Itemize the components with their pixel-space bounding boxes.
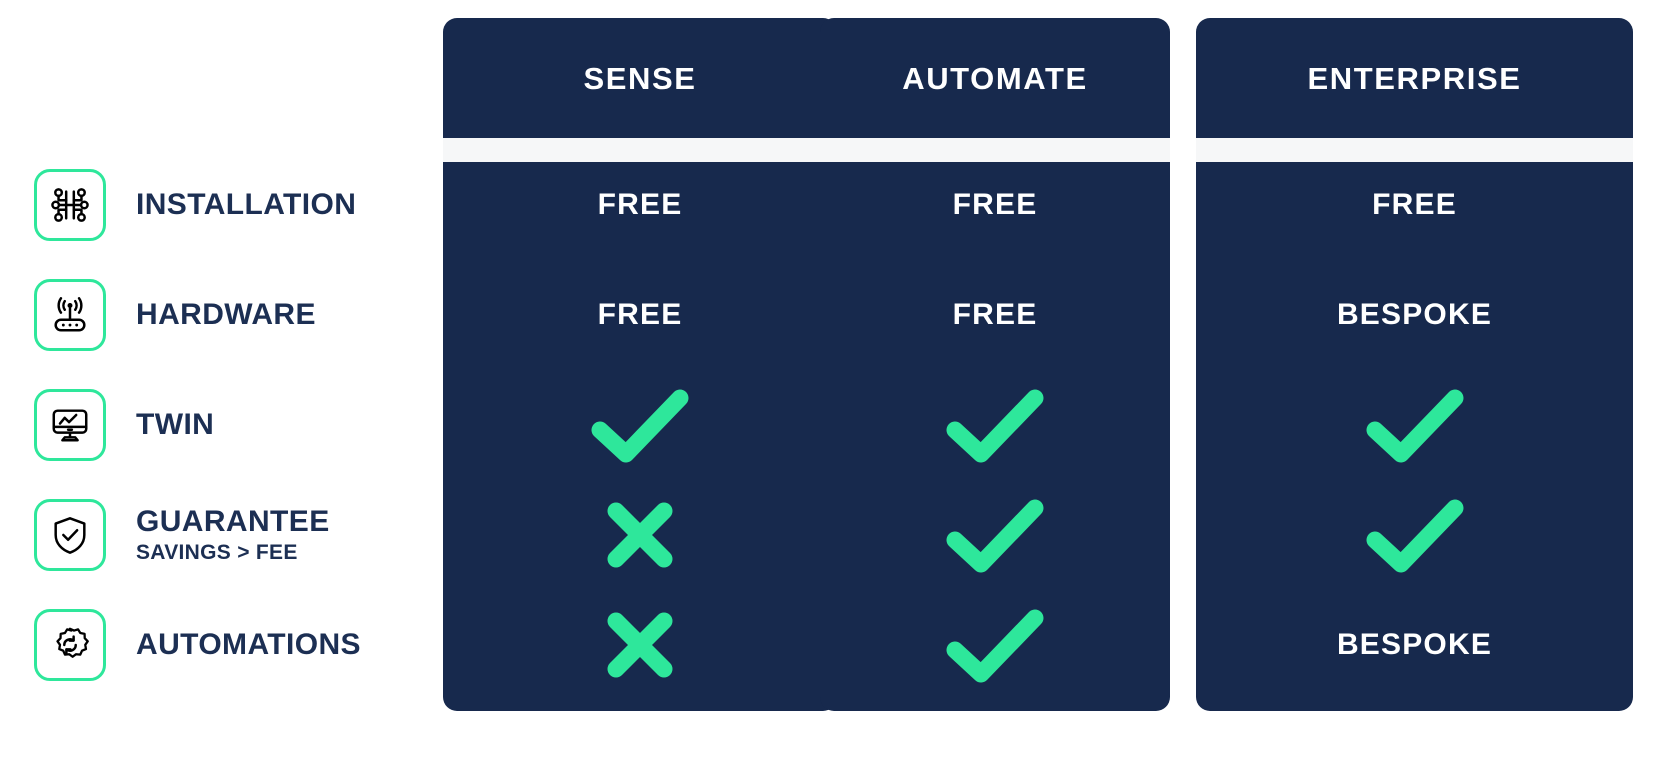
cross-icon (607, 502, 673, 568)
plan-body-sense: FREE FREE (443, 162, 837, 711)
cell-automate-installation: FREE (820, 150, 1170, 260)
cell-enterprise-automations: BESPOKE (1196, 590, 1633, 700)
feature-sublabel-guarantee: SAVINGS > FEE (136, 541, 298, 565)
cell-enterprise-hardware: BESPOKE (1196, 260, 1633, 370)
feature-row-installation: INSTALLATION (34, 150, 434, 260)
cell-automate-twin (820, 370, 1170, 480)
feature-row-guarantee: GUARANTEE SAVINGS > FEE (34, 480, 434, 590)
check-icon (591, 389, 689, 463)
plan-name-automate: AUTOMATE (902, 60, 1088, 96)
cell-value: FREE (952, 298, 1038, 331)
cell-value: FREE (597, 298, 683, 331)
check-icon (946, 389, 1044, 463)
cell-sense-installation: FREE (443, 150, 837, 260)
monitor-chart-icon (34, 389, 106, 461)
plan-header-sense[interactable]: SENSE (443, 18, 837, 138)
feature-text-hardware: HARDWARE (136, 299, 316, 331)
cell-sense-guarantee (443, 480, 837, 590)
cell-automate-hardware: FREE (820, 260, 1170, 370)
feature-row-hardware: HARDWARE (34, 260, 434, 370)
check-icon (946, 609, 1044, 683)
check-icon (946, 499, 1044, 573)
cell-sense-hardware: FREE (443, 260, 837, 370)
cell-value: FREE (597, 188, 683, 221)
cell-value: BESPOKE (1336, 298, 1493, 331)
plan-header-enterprise[interactable]: ENTERPRISE (1196, 18, 1633, 138)
feature-label-hardware: HARDWARE (136, 298, 316, 332)
cell-automate-automations (820, 590, 1170, 700)
cell-enterprise-installation: FREE (1196, 150, 1633, 260)
feature-text-twin: TWIN (136, 409, 214, 441)
feature-text-installation: INSTALLATION (136, 189, 356, 221)
plan-body-enterprise: FREE BESPOKE BESPOKE (1196, 162, 1633, 711)
cross-icon (607, 612, 673, 678)
shield-check-icon (34, 499, 106, 571)
cell-sense-twin (443, 370, 837, 480)
plan-column-enterprise[interactable]: ENTERPRISE FREE BESPOKE BESPOKE (1196, 0, 1633, 774)
feature-row-automations: AUTOMATIONS (34, 590, 434, 700)
wireless-router-icon (34, 279, 106, 351)
cell-automate-guarantee (820, 480, 1170, 590)
feature-label-guarantee: GUARANTEE (136, 504, 330, 538)
cell-value: BESPOKE (1336, 628, 1493, 661)
cell-value: FREE (952, 188, 1038, 221)
check-icon (1366, 389, 1463, 463)
plan-column-automate[interactable]: AUTOMATE FREE FREE (820, 0, 1170, 774)
cell-sense-automations (443, 590, 837, 700)
feature-text-automations: AUTOMATIONS (136, 629, 361, 661)
plan-divider-sense (443, 138, 837, 162)
feature-label-automations: AUTOMATIONS (136, 628, 361, 662)
plan-divider-enterprise (1196, 138, 1633, 162)
gear-sync-icon (34, 609, 106, 681)
feature-label-installation: INSTALLATION (136, 188, 357, 222)
plan-header-automate[interactable]: AUTOMATE (820, 18, 1170, 138)
cell-value: FREE (1372, 188, 1457, 221)
check-icon (1366, 499, 1463, 573)
feature-label-twin: TWIN (136, 408, 215, 442)
circuit-nodes-icon (34, 169, 106, 241)
plan-body-automate: FREE FREE (820, 162, 1170, 711)
plan-column-sense[interactable]: SENSE FREE FREE (443, 0, 837, 774)
feature-text-guarantee: GUARANTEE SAVINGS > FEE (136, 506, 330, 565)
plan-name-enterprise: ENTERPRISE (1307, 60, 1522, 96)
cell-enterprise-guarantee (1196, 480, 1633, 590)
plan-divider-automate (820, 138, 1170, 162)
cell-enterprise-twin (1196, 370, 1633, 480)
plan-name-sense: SENSE (583, 60, 697, 96)
feature-row-twin: TWIN (34, 370, 434, 480)
